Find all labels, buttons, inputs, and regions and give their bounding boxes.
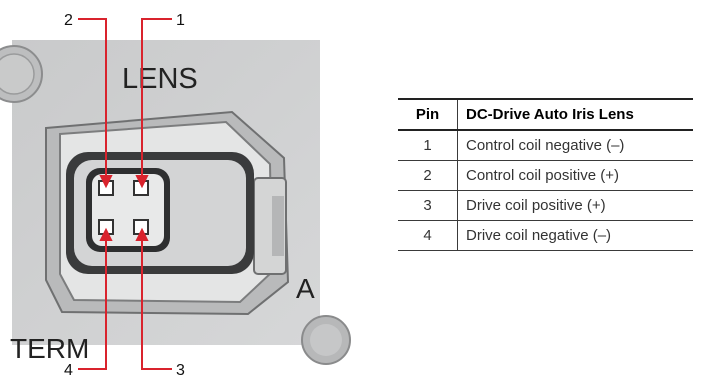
pin-table-container: Pin DC-Drive Auto Iris Lens 1 Control co…	[398, 98, 693, 251]
pin-number: 3	[398, 190, 458, 221]
callout-number-4: 4	[64, 362, 73, 379]
table-row: 3 Drive coil positive (+)	[398, 190, 693, 221]
pin-number: 4	[398, 220, 458, 251]
pin-number: 2	[398, 160, 458, 191]
term-label: TERM	[10, 333, 89, 364]
table-row: 1 Control coil negative (–)	[398, 129, 693, 161]
callout-line-2	[78, 18, 107, 176]
callout-number-3: 3	[176, 362, 185, 379]
callout-line-4	[78, 240, 107, 370]
callout-line-1	[141, 18, 172, 176]
connector-photo: LENS A TERM 2 1 4 3	[0, 12, 351, 379]
callout-number-1: 1	[176, 12, 185, 29]
arrow-2-icon	[99, 175, 113, 189]
callout-number-2: 2	[64, 12, 73, 29]
pin-function: Drive coil positive (+)	[457, 190, 693, 221]
arrow-1-icon	[135, 175, 149, 189]
callout-lines	[78, 18, 172, 370]
table-header-row: Pin DC-Drive Auto Iris Lens	[398, 98, 693, 131]
callout-line-3	[141, 240, 172, 370]
pin-number: 1	[398, 129, 458, 161]
table-row: 4 Drive coil negative (–)	[398, 220, 693, 251]
table-row: 2 Control coil positive (+)	[398, 160, 693, 191]
lens-label: LENS	[122, 63, 198, 95]
pin-function: Control coil positive (+)	[457, 160, 693, 191]
side-letter-label: A	[296, 273, 315, 304]
round-port-icon	[301, 315, 351, 365]
arrow-4-icon	[99, 227, 113, 241]
arrow-3-icon	[135, 227, 149, 241]
screw-icon	[0, 45, 43, 103]
header-pin: Pin	[398, 98, 458, 131]
header-function: DC-Drive Auto Iris Lens	[457, 98, 693, 131]
lens-connector	[45, 110, 290, 316]
pin-function: Drive coil negative (–)	[457, 220, 693, 251]
pin-table: Pin DC-Drive Auto Iris Lens 1 Control co…	[398, 98, 693, 251]
pin-function: Control coil negative (–)	[457, 129, 693, 161]
